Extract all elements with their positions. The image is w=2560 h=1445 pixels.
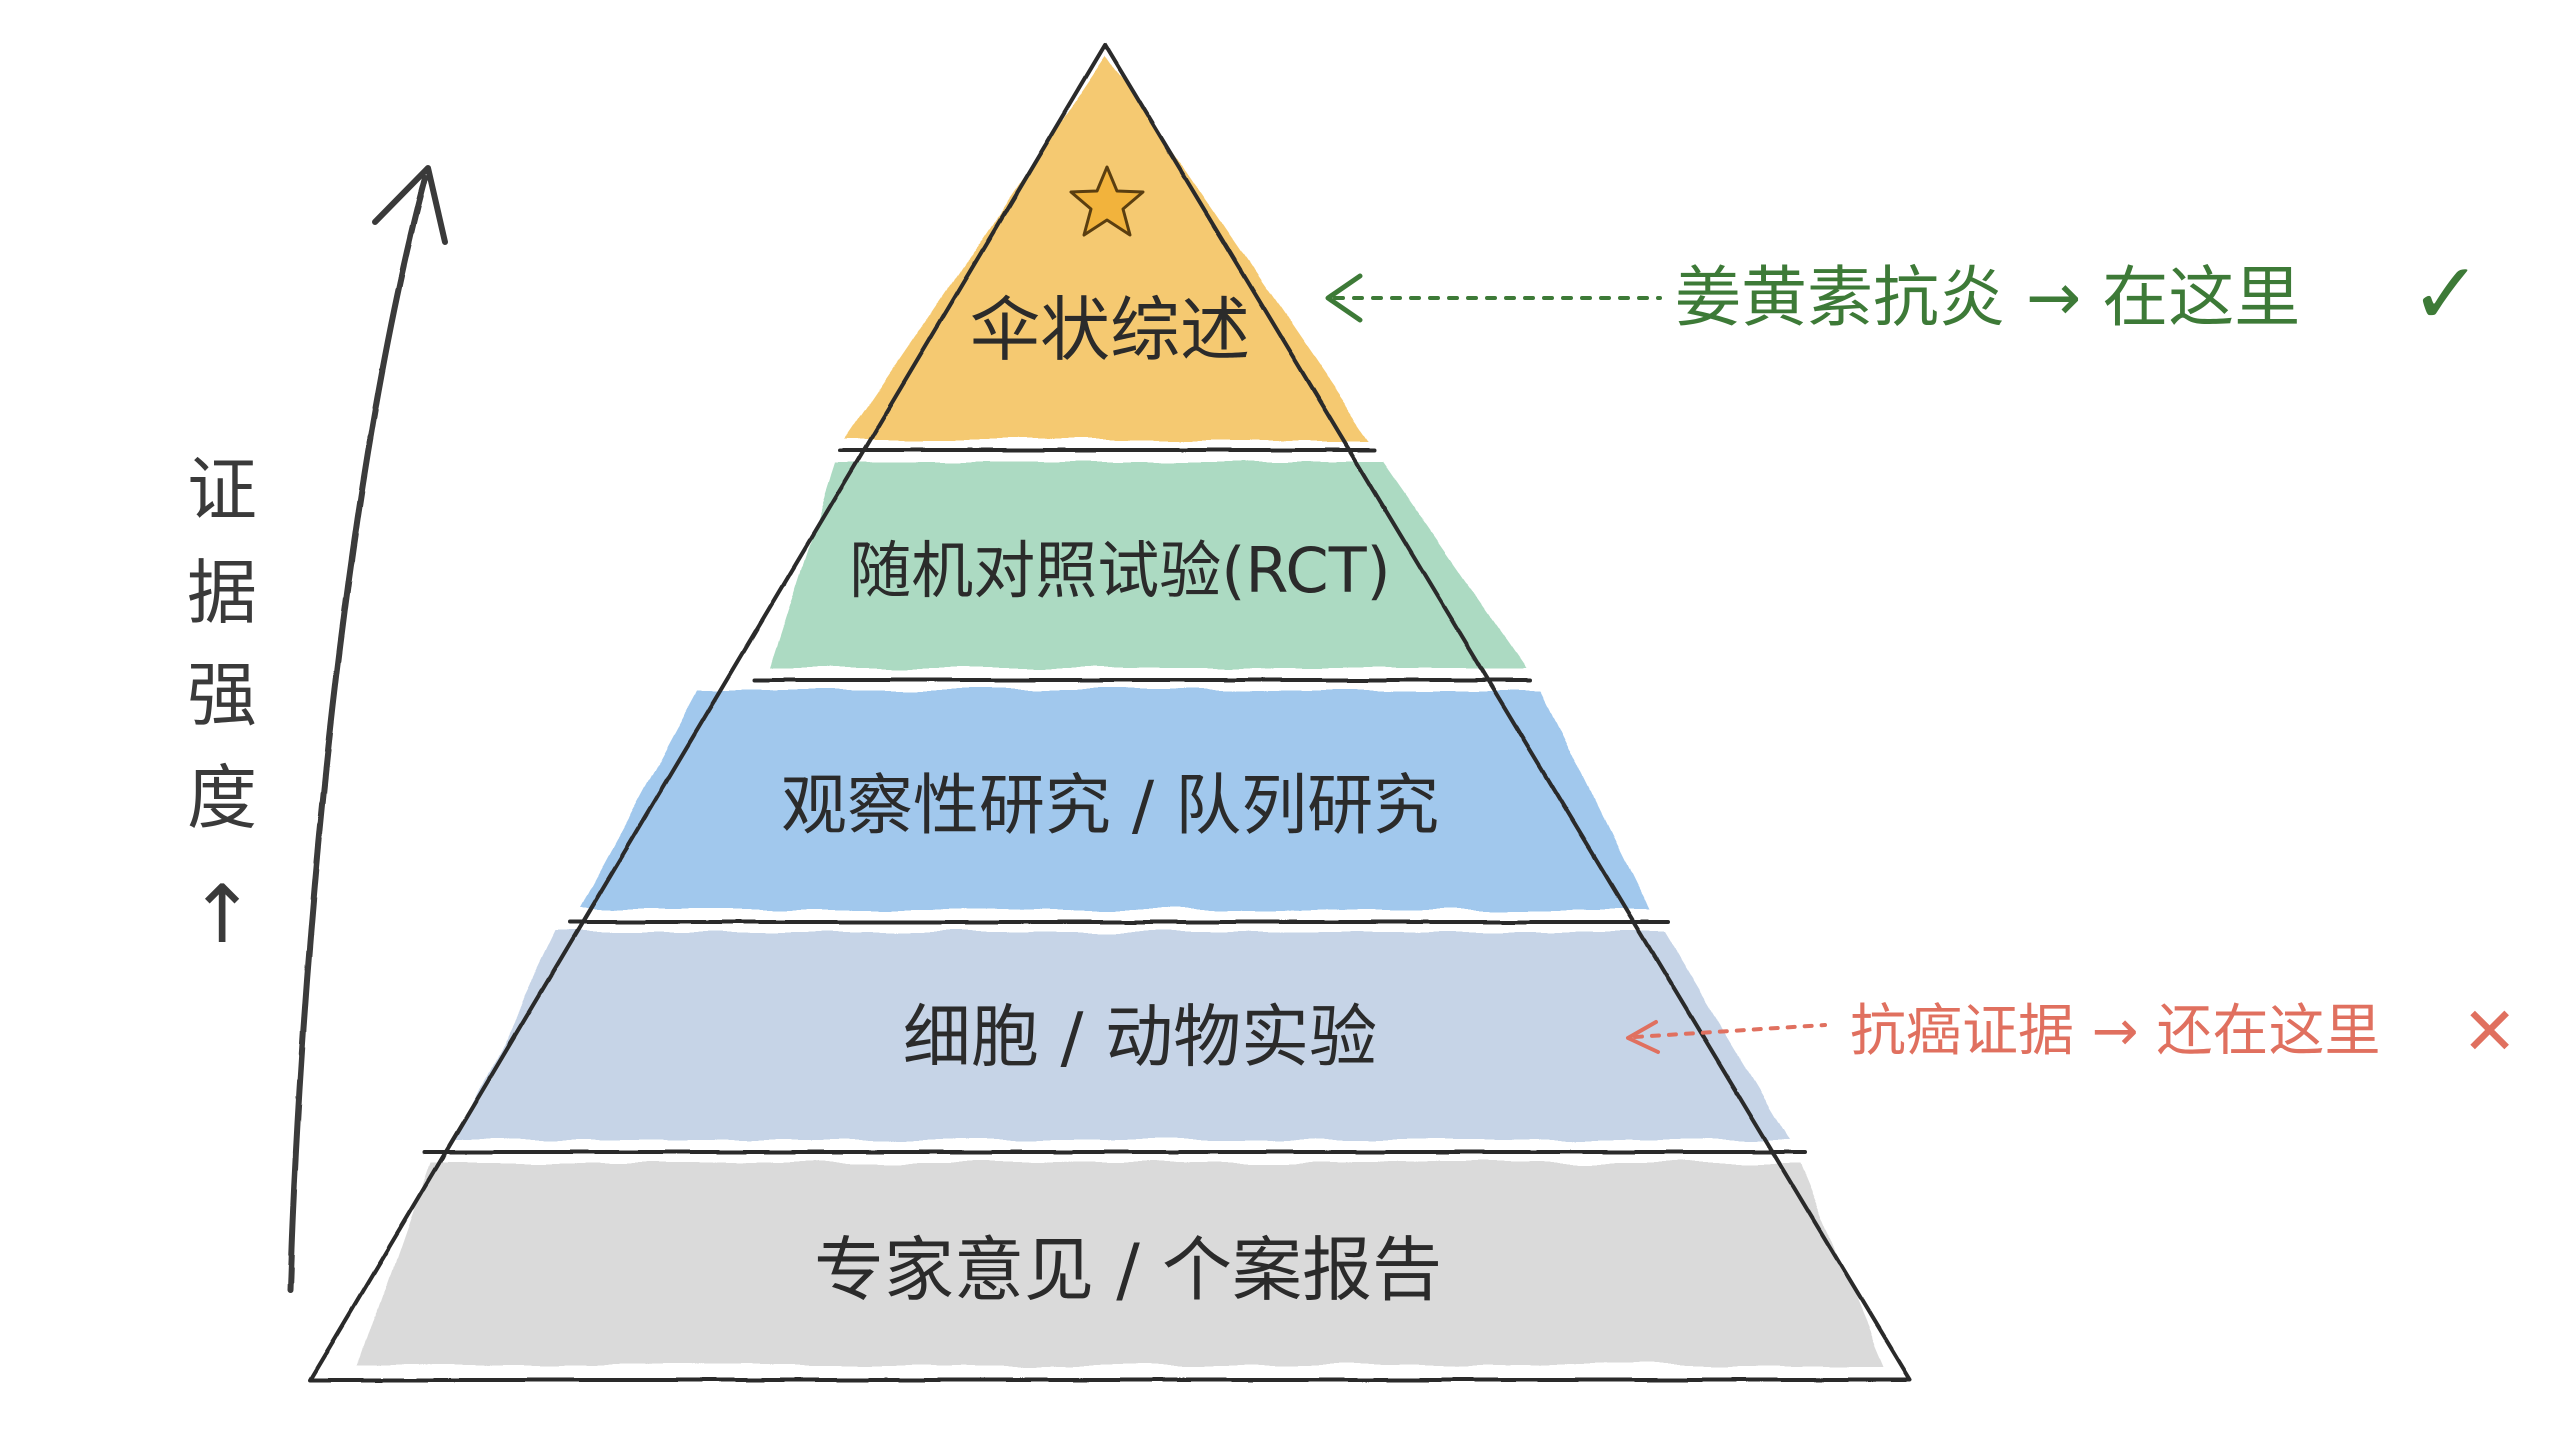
annotation-curcumin-anti-inflammatory: 姜黄素抗炎 → 在这里 ✓ xyxy=(1325,244,2482,344)
axis-arrow-head xyxy=(372,165,448,245)
tier-label-expert-opinion: 专家意见 / 个案报告 xyxy=(814,1229,1442,1311)
tier-fill-top xyxy=(845,55,1370,440)
axis-label-char-2: 据 xyxy=(187,552,257,634)
tier-fill-cell-animal xyxy=(455,932,1790,1140)
axis-arrow-shaft xyxy=(287,175,428,1293)
star-icon xyxy=(1069,165,1145,237)
cross-icon: ✕ xyxy=(2462,993,2517,1070)
axis-label-char-4: 度 xyxy=(187,757,257,839)
axis-label-char-3: 强 xyxy=(187,654,257,736)
axis-up-arrow-icon: ↑ xyxy=(188,868,255,961)
annotation-green-arrowhead xyxy=(1325,273,1363,323)
pyramid-outer-border xyxy=(308,43,1912,1382)
tier-label-rct: 随机对照试验(RCT) xyxy=(849,534,1391,607)
pyramid-tier-fills xyxy=(360,55,1885,1365)
check-icon: ✓ xyxy=(2410,244,2482,344)
pyramid-outline xyxy=(308,43,1912,1382)
annotation-red-dotted-line xyxy=(1633,1023,1827,1039)
annotation-red-text: 抗癌证据 → 还在这里 xyxy=(1850,999,2381,1064)
annotation-red-arrowhead xyxy=(1626,1020,1660,1054)
axis-label-char-1: 证 xyxy=(187,449,257,531)
tier-label-umbrella-review: 伞状综述 xyxy=(970,289,1250,371)
tier-fill-expert xyxy=(360,1163,1885,1365)
tier-label-cell-animal: 细胞 / 动物实验 xyxy=(903,999,1377,1078)
annotation-green-text: 姜黄素抗炎 → 在这里 xyxy=(1675,259,2300,336)
annotation-anti-cancer-evidence: 抗癌证据 → 还在这里 ✕ xyxy=(1626,993,2517,1070)
tier-fill-observational xyxy=(580,690,1650,910)
tier-label-observational: 观察性研究 / 队列研究 xyxy=(781,767,1439,844)
evidence-strength-axis: 证 据 强 度 ↑ xyxy=(187,165,448,1293)
pyramid-tier-labels: 伞状综述 随机对照试验(RCT) 观察性研究 / 队列研究 细胞 / 动物实验 … xyxy=(781,289,1442,1311)
tier-fill-rct xyxy=(770,462,1527,668)
